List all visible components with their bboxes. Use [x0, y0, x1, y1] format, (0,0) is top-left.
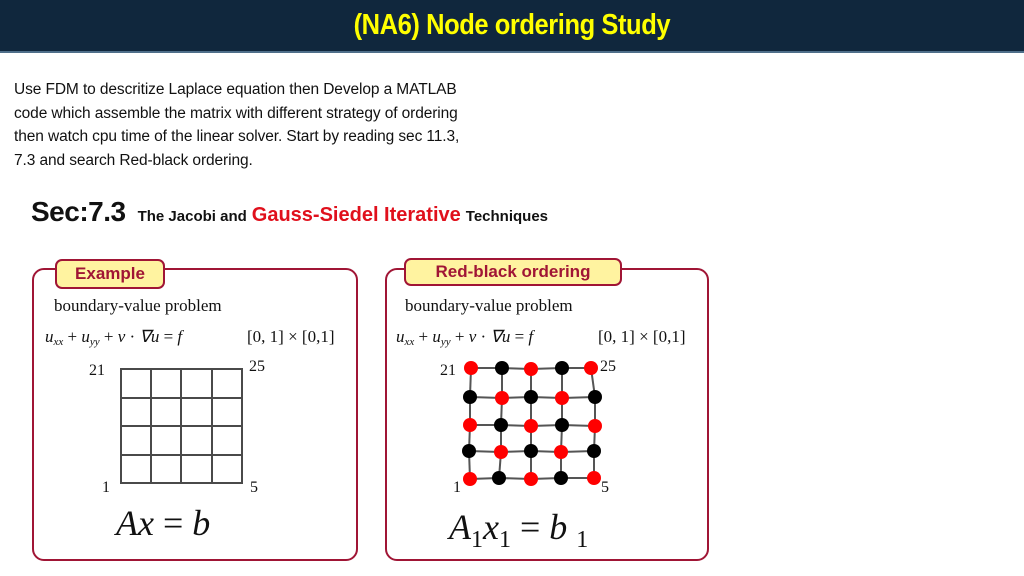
title-bar: (NA6) Node ordering Study	[0, 0, 1024, 53]
linear-system-red-black: A1x1 = b 1	[449, 506, 588, 554]
corner-label-bottom-left: 1	[453, 479, 461, 496]
eq-f: f	[528, 327, 534, 346]
corner-label-top-left: 21	[89, 362, 105, 379]
black-node	[524, 390, 538, 404]
eq-u: u	[432, 327, 441, 346]
red-node	[524, 419, 538, 433]
eq-f: f	[177, 327, 183, 346]
black-node	[524, 444, 538, 458]
eq-u: u	[81, 327, 90, 346]
red-node	[494, 445, 508, 459]
intro-paragraph: Use FDM to descritize Laplace equation t…	[14, 78, 554, 172]
domain-label: [0, 1] × [0,1]	[598, 327, 686, 346]
corner-label-top-left: 21	[440, 362, 456, 379]
eq-plus: +	[99, 327, 118, 346]
intro-line: Use FDM to descritize Laplace equation t…	[14, 81, 457, 98]
black-node	[555, 361, 569, 375]
sub-1: 1	[576, 527, 589, 553]
sub-1: 1	[471, 527, 483, 553]
black-node	[462, 444, 476, 458]
equals: =	[153, 503, 193, 543]
equals: =	[510, 507, 550, 547]
eq-sub-xx: xx	[53, 336, 64, 348]
red-node	[587, 471, 601, 485]
red-node	[463, 472, 477, 486]
red-node	[524, 362, 538, 376]
black-node	[495, 361, 509, 375]
red-node	[495, 391, 509, 405]
pde-equation: uxx + uyy + v · ∇u = f	[45, 327, 182, 348]
boundary-value-label: boundary-value problem	[54, 296, 222, 315]
eq-v: v	[117, 327, 126, 346]
eq-equals: =	[159, 327, 178, 346]
eq-plus: +	[414, 327, 433, 346]
eq-u: u	[501, 327, 511, 346]
section-highlight: Gauss-Siedel Iterative	[251, 204, 461, 226]
red-node	[584, 361, 598, 375]
intro-line: code which assemble the matrix with diff…	[14, 104, 458, 122]
vector-b: b	[192, 503, 211, 543]
eq-sub-xx: xx	[404, 336, 415, 348]
vector-x: x	[138, 503, 154, 543]
page-title: (NA6) Node ordering Study	[353, 9, 671, 41]
eq-v: v	[468, 327, 477, 346]
section-suffix: Techniques	[465, 208, 549, 225]
red-node	[524, 472, 538, 486]
black-node	[463, 390, 477, 404]
corner-label-top-right: 25	[600, 358, 616, 375]
red-node	[554, 445, 568, 459]
vector-x: x	[483, 507, 499, 547]
nabla-icon: ∇	[490, 327, 502, 346]
eq-u: u	[150, 327, 160, 346]
red-node	[588, 419, 602, 433]
boundary-value-label: boundary-value problem	[405, 296, 573, 315]
linear-system: Ax = b	[116, 502, 210, 544]
example-panel	[32, 268, 358, 561]
matrix-A: A	[116, 503, 138, 543]
example-tag: Example	[55, 259, 165, 289]
eq-plus: +	[63, 327, 82, 346]
eq-equals: =	[510, 327, 529, 346]
vector-b: b	[549, 507, 568, 547]
eq-sub-yy: yy	[440, 336, 451, 348]
section-number: Sec:7.3	[31, 196, 126, 227]
matrix-A: A	[449, 507, 471, 547]
eq-plus: +	[450, 327, 469, 346]
corner-label-bottom-right: 5	[250, 479, 258, 496]
black-node	[588, 390, 602, 404]
eq-dot: ·	[125, 327, 140, 346]
black-node	[554, 471, 568, 485]
eq-sub-yy: yy	[89, 336, 100, 348]
red-black-tag: Red-black ordering	[404, 258, 622, 286]
eq-u: u	[45, 327, 54, 346]
red-black-panel	[385, 268, 709, 561]
nabla-icon: ∇	[139, 327, 151, 346]
corner-label-bottom-left: 1	[102, 479, 110, 496]
corner-label-bottom-right: 5	[601, 479, 609, 496]
red-node	[464, 361, 478, 375]
sub-1: 1	[498, 527, 511, 553]
red-node	[555, 391, 569, 405]
black-node	[492, 471, 506, 485]
red-node	[463, 418, 477, 432]
intro-line: then watch cpu time of the linear solver…	[14, 128, 460, 145]
corner-label-top-right: 25	[249, 358, 265, 375]
black-node	[587, 444, 601, 458]
pde-equation: uxx + uyy + v · ∇u = f	[396, 327, 533, 348]
section-prefix: The Jacobi and	[137, 208, 247, 225]
domain-label: [0, 1] × [0,1]	[247, 327, 335, 346]
intro-line: 7.3 and search Red-black ordering.	[14, 151, 253, 169]
black-node	[555, 418, 569, 432]
eq-u: u	[396, 327, 405, 346]
section-heading: Sec:7.3 The Jacobi and Gauss-Siedel Iter…	[31, 196, 548, 228]
eq-dot: ·	[476, 327, 491, 346]
black-node	[494, 418, 508, 432]
